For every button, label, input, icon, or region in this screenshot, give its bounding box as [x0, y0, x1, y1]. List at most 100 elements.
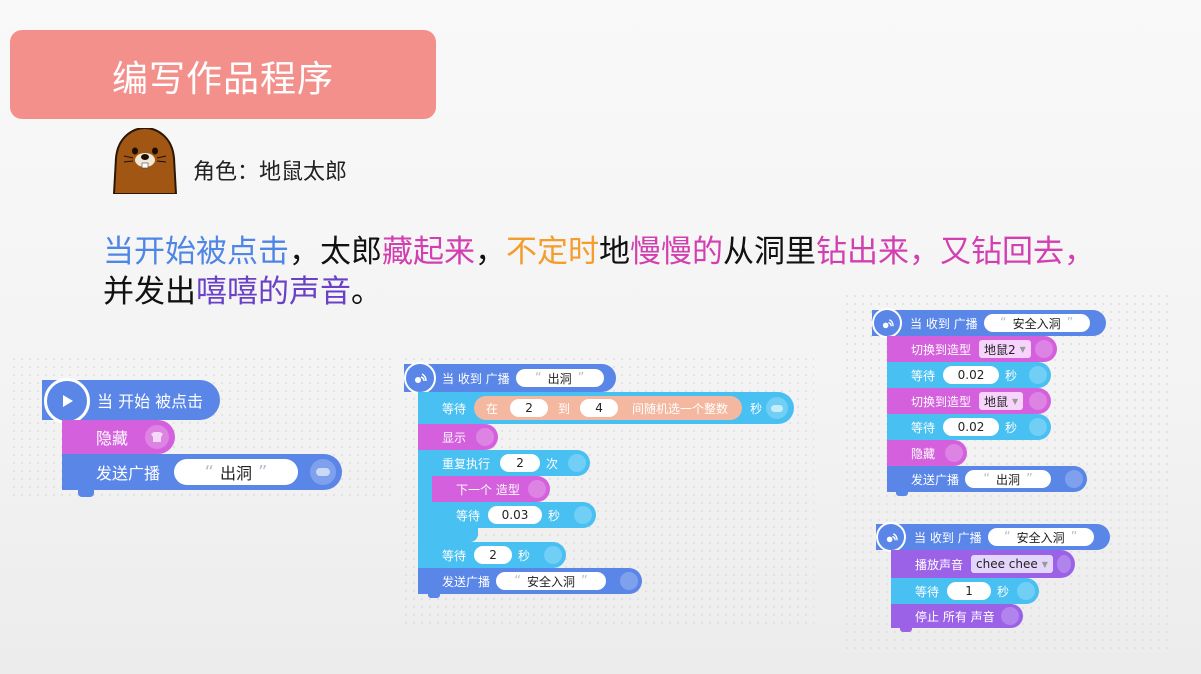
description-segment: 。 [351, 274, 382, 310]
broadcast-icon [1065, 470, 1083, 488]
chevron-down-icon: ▼ [1041, 559, 1048, 569]
quote-close: ” [581, 573, 588, 589]
wait-input[interactable]: 0.02 [943, 366, 1000, 384]
gamepad-icon [574, 506, 592, 524]
inner-wait-input[interactable]: 0.03 [488, 506, 543, 524]
random-operator-block[interactable]: 在 2 到 4 间随机选一个整数 [474, 396, 743, 420]
hat-message-value: 安全入洞 [1016, 530, 1065, 545]
hide-block[interactable]: 隐藏 [62, 420, 175, 454]
hide-label: 隐藏 [96, 429, 129, 448]
quote-close: ” [577, 370, 585, 386]
chevron-down-icon: ▼ [1012, 396, 1019, 406]
send-broadcast-block[interactable]: 发送广播 “ 出洞 ” [887, 466, 1087, 492]
repeat-count-input[interactable]: 2 [500, 454, 541, 472]
hide-block[interactable]: 隐藏 [887, 440, 967, 466]
quote-open: “ [514, 573, 521, 589]
when-receive-broadcast-block[interactable]: 当 收到 广播 “ 安全入洞 ” [876, 524, 1110, 550]
wait-block[interactable]: 等待 2 秒 [418, 542, 566, 568]
stop-sounds-label: 停止 所有 声音 [915, 609, 995, 624]
quote-open: “ [204, 461, 214, 483]
wait2-input[interactable]: 2 [474, 546, 513, 564]
sound-dropdown[interactable]: chee chee ▼ [971, 555, 1053, 573]
seconds-label: 秒 [548, 508, 561, 523]
task-description: 当开始被点击，太郎藏起来，不定时地慢慢的从洞里钻出来，又钻回去，并发出嘻嘻的声音… [103, 232, 1103, 312]
description-segment: 藏起来 [382, 234, 475, 270]
seconds-label: 秒 [518, 548, 531, 563]
costume-icon [945, 444, 963, 462]
gamepad-icon [544, 546, 562, 564]
hat-message-field[interactable]: “ 安全入洞 ” [983, 314, 1090, 332]
next-costume-label: 下一个 造型 [456, 482, 520, 497]
repeat-label: 重复执行 [442, 456, 491, 471]
description-segment: 慢慢的 [630, 234, 723, 270]
block-tail [428, 592, 440, 598]
random-suffix-label: 间随机选一个整数 [632, 401, 729, 416]
hat-message-field[interactable]: “ 安全入洞 ” [987, 528, 1094, 546]
send-broadcast-block[interactable]: 发送广播 “ 安全入洞 ” [418, 568, 642, 594]
play-sound-block[interactable]: 播放声音 chee chee ▼ [891, 550, 1075, 578]
quote-open: “ [534, 370, 542, 386]
when-receive-broadcast-block[interactable]: 当 收到 广播 “ 出洞 ” [404, 364, 616, 392]
inner-wait-block[interactable]: 等待 0.03 秒 [432, 502, 596, 528]
description-segment: 地 [599, 234, 630, 270]
block-tail [896, 490, 908, 496]
hat-message-value: 安全入洞 [1012, 316, 1061, 331]
costume-dropdown[interactable]: 地鼠 ▼ [979, 392, 1024, 410]
switch-costume-label: 切换到造型 [911, 342, 972, 357]
mole-sprite-icon [112, 126, 178, 195]
wait-block[interactable]: 等待 1 秒 [891, 578, 1039, 604]
quote-close: ” [1070, 529, 1078, 545]
role-label: 角色：地鼠太郎 [193, 160, 348, 185]
page-title: 编写作品程序 [111, 59, 334, 100]
start-flag-icon[interactable] [44, 378, 90, 424]
start-label: 当 开始 被点击 [97, 392, 204, 411]
broadcast-message-field[interactable]: “ 出洞 ” [965, 470, 1052, 488]
repeat-arm [418, 474, 434, 542]
broadcast-message-field[interactable]: “ 安全入洞 ” [496, 572, 607, 590]
quote-close: ” [1026, 471, 1033, 487]
broadcast-message-value: 安全入洞 [527, 574, 576, 589]
gamepad-icon [766, 397, 788, 419]
gamepad-icon [568, 454, 586, 472]
wait-block[interactable]: 等待 0.02 秒 [887, 362, 1051, 388]
hide-label: 隐藏 [911, 446, 936, 461]
description-segment: 钻出来 [816, 234, 909, 270]
times-label: 次 [546, 456, 559, 471]
gamepad-icon [1029, 366, 1047, 384]
broadcast-message-field[interactable]: “ 出洞 ” [174, 459, 299, 485]
seconds-label: 秒 [997, 584, 1010, 599]
send-broadcast-label: 发送广播 [96, 464, 161, 483]
costume-dropdown-value: 地鼠2 [984, 342, 1016, 357]
wait-input[interactable]: 1 [947, 582, 992, 600]
when-receive-broadcast-block[interactable]: 当 收到 广播 “ 安全入洞 ” [872, 310, 1106, 336]
wait-input[interactable]: 0.02 [943, 418, 1000, 436]
broadcast-icon [620, 572, 638, 590]
repeat-block[interactable]: 重复执行 2 次 [418, 450, 590, 476]
random-to-input[interactable]: 4 [580, 399, 619, 417]
random-in-label: 在 [486, 401, 499, 416]
wait-label: 等待 [911, 420, 936, 435]
wait-random-block[interactable]: 等待 在 2 到 4 间随机选一个整数 秒 [418, 392, 794, 424]
hat-message-field[interactable]: “ 出洞 ” [515, 369, 604, 387]
send-broadcast-block[interactable]: 发送广播 “ 出洞 ” [62, 454, 342, 490]
costume-dropdown[interactable]: 地鼠2 ▼ [979, 340, 1031, 358]
switch-costume-block[interactable]: 切换到造型 地鼠 ▼ [887, 388, 1051, 414]
title-banner: 编写作品程序 [10, 30, 436, 119]
show-block[interactable]: 显示 [418, 424, 498, 450]
next-costume-block[interactable]: 下一个 造型 [432, 476, 550, 502]
wait-block[interactable]: 等待 0.02 秒 [887, 414, 1051, 440]
block-tail [900, 626, 912, 632]
costume-icon [1035, 340, 1053, 358]
wait-label: 等待 [442, 401, 467, 416]
description-segment: ， [475, 234, 506, 270]
show-label: 显示 [442, 430, 467, 445]
wait-label: 等待 [911, 368, 936, 383]
seconds-label: 秒 [750, 401, 763, 416]
random-from-input[interactable]: 2 [510, 399, 549, 417]
play-sound-label: 播放声音 [915, 557, 964, 572]
chevron-down-icon: ▼ [1019, 344, 1026, 354]
speaker-icon [1056, 555, 1071, 573]
switch-costume-block[interactable]: 切换到造型 地鼠2 ▼ [887, 336, 1057, 362]
costume-icon [1029, 392, 1047, 410]
stop-all-sounds-block[interactable]: 停止 所有 声音 [891, 604, 1023, 628]
